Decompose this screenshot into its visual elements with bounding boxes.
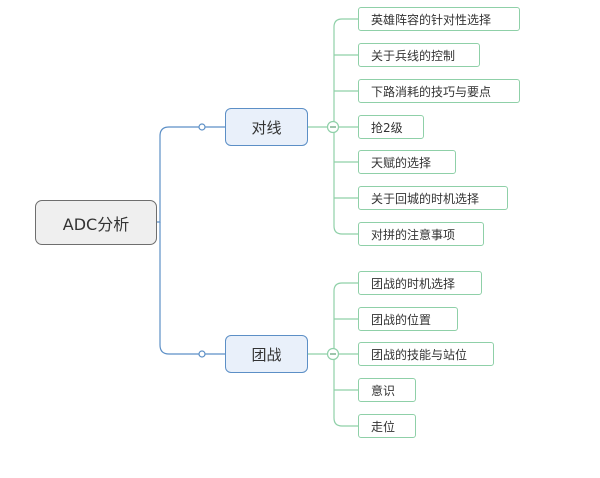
leaf-node[interactable]: 天赋的选择 [358, 150, 456, 174]
leaf-node-label: 走位 [371, 419, 396, 434]
leaf-node[interactable]: 意识 [358, 378, 416, 402]
leaf-node-label: 关于回城的时机选择 [371, 191, 480, 206]
leaf-node[interactable]: 走位 [358, 414, 416, 438]
leaf-node[interactable]: 英雄阵容的针对性选择 [358, 7, 520, 31]
leaf-node[interactable]: 关于兵线的控制 [358, 43, 480, 67]
leaf-node-label: 团战的技能与站位 [371, 347, 468, 362]
leaf-node[interactable]: 团战的技能与站位 [358, 342, 494, 366]
leaf-node[interactable]: 下路消耗的技巧与要点 [358, 79, 520, 103]
leaf-node[interactable]: 团战的时机选择 [358, 271, 482, 295]
branch-node-label: 团战 [251, 345, 282, 364]
leaf-node-label: 意识 [371, 383, 396, 398]
leaf-node-label: 对拼的注意事项 [371, 227, 456, 242]
branch-node-duixian[interactable]: 对线 [225, 108, 308, 146]
branch-node-label: 对线 [251, 118, 282, 137]
leaf-node-label: 团战的时机选择 [371, 276, 456, 291]
connector-dot [198, 350, 206, 358]
leaf-node[interactable]: 对拼的注意事项 [358, 222, 484, 246]
root-branch-connector [157, 126, 202, 223]
leaf-node-label: 抢2级 [371, 120, 403, 135]
leaf-node-label: 天赋的选择 [371, 155, 432, 170]
leaf-node-label: 关于兵线的控制 [371, 48, 456, 63]
leaf-node[interactable]: 抢2级 [358, 115, 424, 139]
leaf-node-label: 下路消耗的技巧与要点 [371, 84, 492, 99]
root-node[interactable]: ADC分析 [35, 200, 157, 245]
leaf-node-label: 英雄阵容的针对性选择 [371, 12, 492, 27]
branch-node-tuanzhan[interactable]: 团战 [225, 335, 308, 373]
root-branch-connector [159, 222, 202, 355]
leaf-node-label: 团战的位置 [371, 312, 432, 327]
leaf-node[interactable]: 团战的位置 [358, 307, 458, 331]
root-node-label: ADC分析 [62, 214, 130, 234]
connector-dot [198, 123, 206, 131]
leaf-node[interactable]: 关于回城的时机选择 [358, 186, 508, 210]
